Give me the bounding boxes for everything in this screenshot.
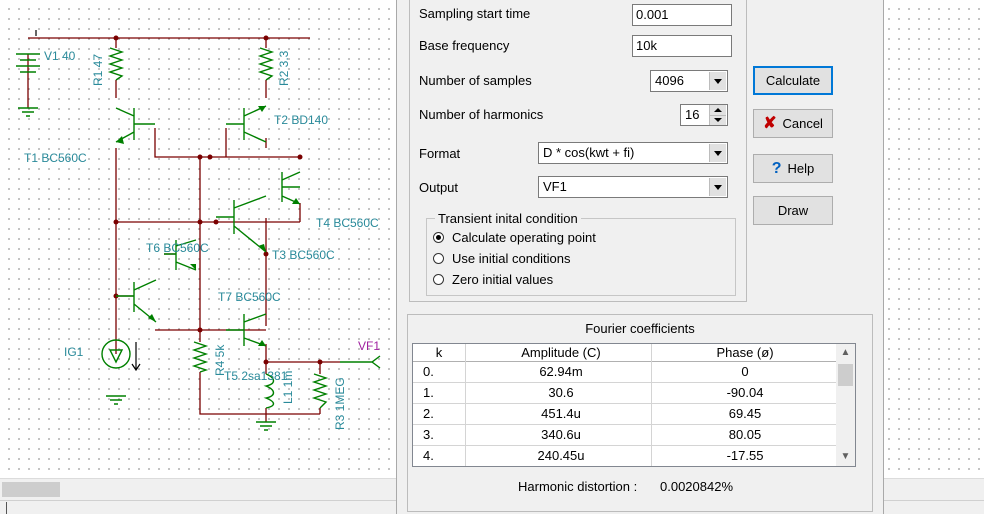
- fourier-dialog: Sampling start time 0.001 Base frequency…: [396, 0, 884, 514]
- radio-label: Calculate operating point: [452, 229, 596, 245]
- row-phase: -90.04: [726, 385, 764, 400]
- label-t6: T6 BC560C: [146, 241, 209, 255]
- radio-label: Zero initial values: [452, 271, 554, 287]
- row-k: 1.: [423, 385, 434, 400]
- chevron-down-icon[interactable]: [709, 72, 726, 90]
- label-r4: R4 5k: [213, 344, 227, 376]
- scroll-down-icon[interactable]: ▼: [840, 451, 851, 462]
- radio-icon[interactable]: [433, 252, 444, 264]
- row-phase: 69.45: [728, 406, 762, 421]
- label-t3: T3 BC560C: [272, 248, 335, 262]
- label-t5: T5 2sa1381: [224, 369, 288, 383]
- table-row[interactable]: 1. 30.6 -90.04: [413, 384, 837, 402]
- label-r1: R1 47: [91, 54, 105, 86]
- fourier-title: Fourier coefficients: [585, 321, 695, 336]
- label-r3: R3 1MEG: [333, 377, 347, 430]
- column-header-phase[interactable]: Phase (ø): [716, 345, 774, 360]
- transient-condition-title: Transient inital condition: [435, 211, 581, 226]
- column-header-amplitude[interactable]: Amplitude (C): [521, 345, 601, 360]
- row-phase: 0: [741, 364, 749, 379]
- label-vf1: VF1: [358, 339, 380, 353]
- calculate-label: Calculate: [765, 73, 821, 88]
- scrollbar-thumb[interactable]: [838, 364, 853, 386]
- table-row[interactable]: 3. 340.6u 80.05: [413, 426, 837, 444]
- column-header-k[interactable]: k: [435, 345, 443, 360]
- harmonic-distortion-value: 0.0020842%: [660, 479, 734, 494]
- row-amplitude: 62.94m: [539, 364, 583, 379]
- radio-zero-initial-values[interactable]: Zero initial values: [433, 270, 553, 288]
- label-r2: R2 3.3: [277, 50, 291, 86]
- output-select[interactable]: VF1: [538, 176, 728, 198]
- row-amplitude: 340.6u: [541, 427, 581, 442]
- number-of-harmonics-value: 16: [685, 107, 700, 122]
- label-t7: T7 BC560C: [218, 290, 281, 304]
- fourier-coefficients-panel: Fourier coefficients k Amplitude (C) Pha…: [407, 314, 873, 512]
- chevron-down-icon[interactable]: [709, 178, 726, 196]
- row-amplitude: 451.4u: [541, 406, 581, 421]
- spin-down-icon[interactable]: [709, 115, 726, 125]
- row-k: 0.: [423, 364, 434, 379]
- help-button[interactable]: ? Help: [753, 154, 833, 183]
- calculate-button[interactable]: Calculate: [753, 66, 833, 95]
- cancel-button[interactable]: ✘ Cancel: [753, 109, 833, 138]
- row-phase: -17.55: [726, 448, 764, 463]
- sampling-start-time-input[interactable]: 0.001: [632, 4, 732, 26]
- transient-condition-group: Transient inital condition Calculate ope…: [426, 211, 736, 296]
- fourier-table[interactable]: k Amplitude (C) Phase (ø) 0. 62.94m 0 1. 30.…: [412, 343, 856, 467]
- label-t1: T1 BC560C: [24, 151, 87, 165]
- table-row[interactable]: 0. 62.94m 0: [413, 363, 837, 381]
- harmonic-distortion-label: Harmonic distortion :: [518, 479, 638, 494]
- close-icon: ✘: [763, 114, 777, 132]
- table-row[interactable]: 2. 451.4u 69.45: [413, 405, 837, 423]
- settings-panel: Sampling start time 0.001 Base frequency…: [409, 0, 747, 302]
- label-t2: T2 BD140: [274, 113, 328, 127]
- schematic-drawing[interactable]: V1 40 R1 47 R2 3.3 T1 BC560C T2 BD140 T4…: [0, 0, 400, 478]
- cancel-label: Cancel: [782, 116, 823, 131]
- help-label: Help: [787, 161, 815, 176]
- label-t4: T4 BC560C: [316, 216, 379, 230]
- format-label: Format: [419, 146, 461, 161]
- output-label: Output: [419, 180, 459, 195]
- base-frequency-input[interactable]: 10k: [632, 35, 732, 57]
- number-of-harmonics-spinner[interactable]: 16: [680, 104, 728, 126]
- output-value: VF1: [543, 179, 567, 194]
- label-v1: V1 40: [44, 49, 76, 63]
- row-phase: 80.05: [728, 427, 762, 442]
- radio-selected-icon[interactable]: [433, 231, 444, 243]
- row-amplitude: 30.6: [548, 385, 574, 400]
- format-value: D * cos(kwt + fi): [543, 145, 635, 160]
- table-row[interactable]: 4. 240.45u -17.55: [413, 447, 837, 465]
- base-frequency-label: Base frequency: [419, 38, 510, 53]
- chevron-down-icon[interactable]: [709, 144, 726, 162]
- number-of-samples-value: 4096: [655, 73, 684, 88]
- number-of-samples-label: Number of samples: [419, 73, 532, 88]
- row-k: 3.: [423, 427, 434, 442]
- draw-button[interactable]: Draw: [753, 196, 833, 225]
- radio-icon[interactable]: [433, 273, 444, 285]
- scroll-up-icon[interactable]: ▲: [840, 347, 851, 358]
- label-l1: L1 1m: [281, 371, 295, 404]
- spin-up-icon[interactable]: [709, 105, 726, 115]
- row-k: 2.: [423, 406, 434, 421]
- number-of-harmonics-label: Number of harmonics: [419, 107, 544, 122]
- table-header: k Amplitude (C) Phase (ø): [413, 344, 837, 362]
- label-ig1: IG1: [64, 345, 84, 359]
- radio-use-initial-conditions[interactable]: Use initial conditions: [433, 249, 571, 267]
- radio-calculate-operating-point[interactable]: Calculate operating point: [433, 228, 596, 246]
- row-amplitude: 240.45u: [537, 448, 585, 463]
- help-icon: ?: [771, 159, 782, 177]
- row-k: 4.: [423, 448, 434, 463]
- draw-label: Draw: [777, 203, 809, 218]
- table-vertical-scrollbar[interactable]: ▲ ▼: [836, 344, 855, 466]
- format-select[interactable]: D * cos(kwt + fi): [538, 142, 728, 164]
- text-cursor: [6, 502, 7, 514]
- scrollbar-thumb[interactable]: [2, 482, 60, 497]
- sampling-start-time-label: Sampling start time: [419, 6, 531, 21]
- radio-label: Use initial conditions: [452, 250, 571, 266]
- number-of-samples-select[interactable]: 4096: [650, 70, 728, 92]
